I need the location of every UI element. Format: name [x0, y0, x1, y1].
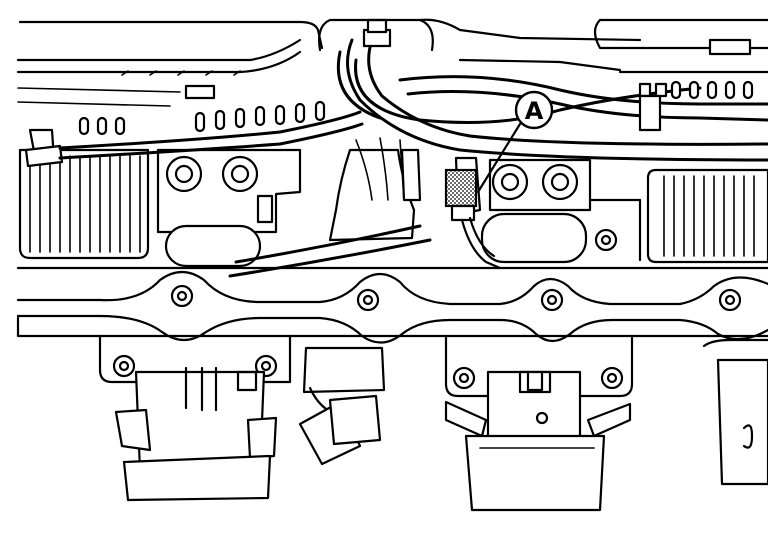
upper-left-cover	[16, 20, 324, 107]
target-connector	[444, 156, 502, 270]
callout-leader	[476, 122, 522, 194]
upper-right-cover	[593, 18, 768, 132]
lower-right-connector	[702, 338, 768, 486]
left-bosses	[156, 148, 302, 268]
right-bosses	[480, 158, 642, 264]
upper-harness	[58, 18, 768, 162]
gasket-flange	[16, 266, 768, 344]
center-intake	[318, 18, 642, 72]
lower-center-sensor	[298, 346, 386, 466]
left-coil-block	[18, 148, 150, 260]
left-harness-clip	[24, 128, 64, 168]
center-wire-bundle	[228, 137, 432, 278]
right-coil-block	[646, 168, 768, 264]
left-slot-row	[78, 100, 326, 136]
lower-center-connector	[444, 336, 634, 512]
callout-a: A	[514, 90, 554, 130]
lower-left-connector	[98, 334, 292, 502]
callout-a-label: A	[525, 97, 544, 125]
